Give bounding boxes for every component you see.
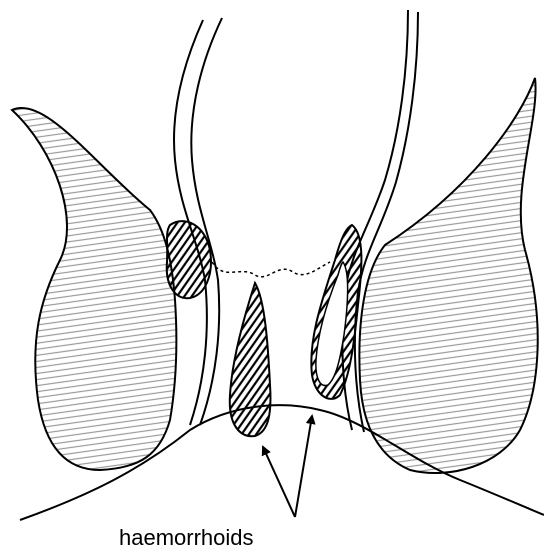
haemorrhoids-caption: haemorrhoids <box>119 527 254 549</box>
left-internal-haemorrhoid <box>167 221 211 298</box>
dentate-line <box>212 262 330 277</box>
left-canal-wall-inner <box>191 18 222 425</box>
arrow-left <box>263 447 295 517</box>
right-muscle <box>359 78 537 473</box>
central-haemorrhoid <box>230 283 271 436</box>
left-muscle <box>12 108 176 470</box>
arrow-right <box>295 416 312 517</box>
